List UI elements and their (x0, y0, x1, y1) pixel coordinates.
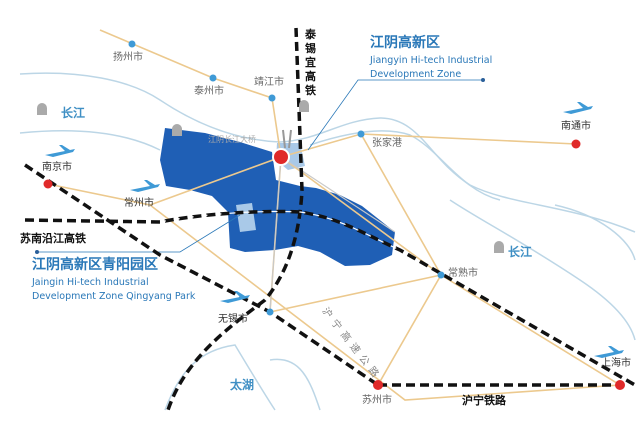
airplane-icon (563, 102, 593, 114)
label-yangtze-right: 长江 (508, 245, 533, 259)
airplane-icons (45, 102, 624, 358)
airplane-icon (45, 145, 75, 157)
label-yangzhou: 扬州市 (113, 52, 143, 63)
park-title: 江阴高新区青阳园区 (32, 257, 158, 273)
rail-nanjing-suzhou (24, 163, 379, 387)
rail-sunan (24, 209, 636, 387)
label-taixiyi-rail: 泰锡宜高铁 (305, 28, 316, 97)
railways (24, 27, 636, 411)
park-leader-line (37, 214, 241, 253)
label-bridge: 江阴长江大桥 (208, 135, 256, 144)
park-en-line1: Jaingin Hi-tech Industrial (32, 277, 149, 288)
label-shanghai: 上海市 (601, 358, 631, 369)
label-nanjing: 南京市 (42, 162, 72, 173)
label-changshu: 常熟市 (448, 268, 478, 279)
label-sunan-rail: 苏南沿江高铁 (20, 232, 86, 245)
qingyang-park-area (236, 203, 256, 232)
label-changzhou: 常州市 (124, 198, 154, 209)
tunnel-icon (494, 241, 504, 253)
tunnel-icon (37, 103, 47, 115)
label-jingjiang: 靖江市 (254, 77, 284, 88)
label-yangtze-left: 长江 (61, 106, 86, 120)
label-taizhou: 泰州市 (194, 86, 224, 97)
tunnel-icons (37, 100, 504, 253)
zone-leader-line (307, 79, 483, 151)
bridge-icon (282, 129, 292, 149)
label-nantong: 南通市 (561, 121, 591, 132)
label-wuxi: 无锡市 (218, 314, 248, 325)
zone-en-line1: Jiangyin Hi-tech Industrial (370, 55, 493, 66)
tunnel-icon (299, 100, 309, 112)
label-zhangjiagang: 张家港 (372, 138, 402, 149)
zone-title: 江阴高新区 (370, 35, 440, 51)
zone-en-line2: Development Zone (370, 69, 462, 80)
airplane-icon (130, 180, 160, 192)
airplane-icon (594, 346, 624, 358)
major-city-dots (43, 139, 625, 390)
rail-taixiyi (166, 27, 304, 411)
label-taihu: 太湖 (230, 378, 255, 392)
label-huning-rail: 沪宁铁路 (462, 394, 506, 407)
rivers (19, 72, 636, 411)
tunnel-icon (172, 124, 182, 136)
label-suzhou: 苏州市 (362, 395, 392, 406)
park-en-line2: Development Zone Qingyang Park (32, 291, 196, 302)
city-dots (128, 40, 445, 316)
airplane-icon (220, 291, 250, 303)
